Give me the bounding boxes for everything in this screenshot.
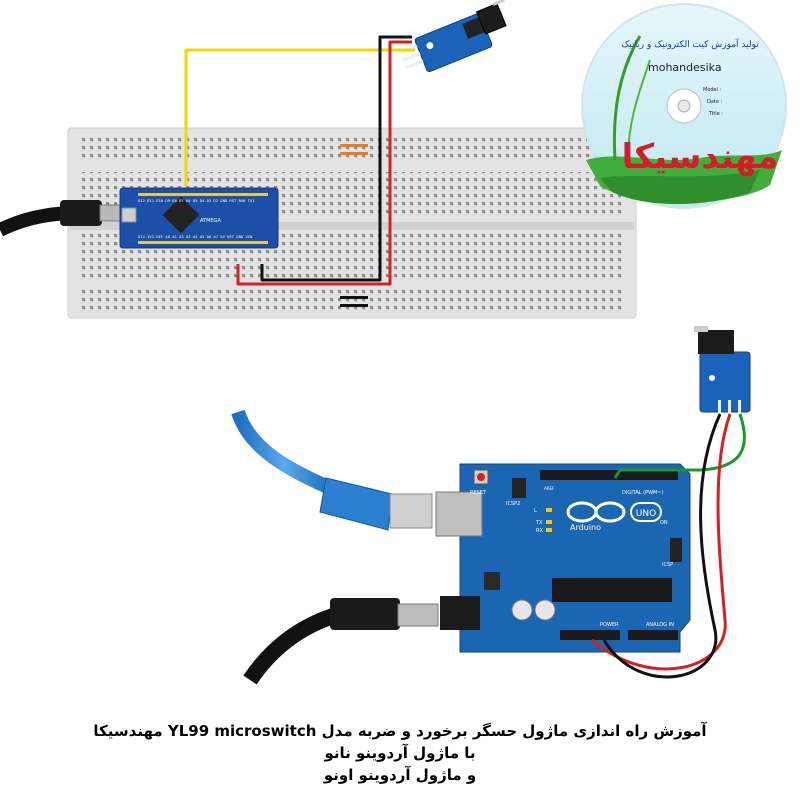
- uno-icsp2-label: ICSP2: [506, 501, 520, 507]
- uno-wires: [591, 413, 746, 679]
- microswitch-module-right: [694, 326, 751, 416]
- cd-brand-persian: مهندسیکا: [622, 137, 779, 177]
- cd-tagline: تولید آموزش کیت الکترونیک و رباتیک: [621, 38, 759, 50]
- nano-usb-cable: [0, 200, 121, 237]
- microswitch-module-top: [399, 0, 507, 73]
- arduino-logo: UNO Arduino: [566, 501, 662, 532]
- uno-aref-label: AREF: [544, 486, 555, 491]
- nano-chip-label: ATMEGA: [200, 218, 221, 224]
- uno-digital-label: DIGITAL (PWM~): [622, 490, 664, 496]
- nano-top-pin-labels: D12 D11 D10 D9 D8 D7 D6 D5 D4 D3 D2 GND …: [138, 198, 255, 203]
- uno-on-label: ON: [660, 520, 668, 526]
- caption-line-2: با ماژول آردوینو نانو: [324, 744, 476, 762]
- cd-field-title: Title :: [708, 111, 723, 117]
- uno-icsp-label: ICSP: [662, 562, 673, 568]
- nano-wires: [184, 35, 415, 286]
- cd-label: تولید آموزش کیت الکترونیک و رباتیک mohan…: [581, 3, 787, 209]
- uno-reset-label: RESET: [470, 490, 487, 496]
- uno-rx-label: RX: [536, 528, 543, 534]
- uno-model-label: UNO: [636, 509, 656, 519]
- breadboard: [67, 127, 637, 319]
- cd-field-date: Date :: [707, 99, 723, 105]
- caption-line-3: و ماژول آردوینو اونو: [323, 766, 477, 784]
- cd-field-model: Model :: [703, 87, 722, 93]
- uno-l-label: L: [534, 508, 537, 514]
- dc-power-cable: [243, 598, 439, 685]
- uno-brand-label: Arduino: [570, 523, 601, 532]
- uno-tx-label: TX: [535, 520, 543, 526]
- arduino-nano: ATMEGA D12 D11 D10 D9 D8 D7 D6 D5 D4 D3 …: [119, 187, 279, 249]
- arduino-uno: RESET DIGITAL (PWM~) AREF ICSP2 L TX RX …: [435, 463, 691, 653]
- uno-usb-cable: [231, 409, 433, 531]
- caption-line-1: آموزش راه اندازی ماژول حسگر برخورد و ضرب…: [93, 722, 707, 740]
- nano-bottom-pin-labels: D13 3V3 REF A0 A1 A2 A3 A4 A5 A6 A7 5V R…: [138, 234, 253, 239]
- cd-brand-latin: mohandesika: [648, 61, 722, 74]
- uno-power-label: POWER: [600, 622, 619, 628]
- uno-analog-label: ANALOG IN: [646, 622, 674, 628]
